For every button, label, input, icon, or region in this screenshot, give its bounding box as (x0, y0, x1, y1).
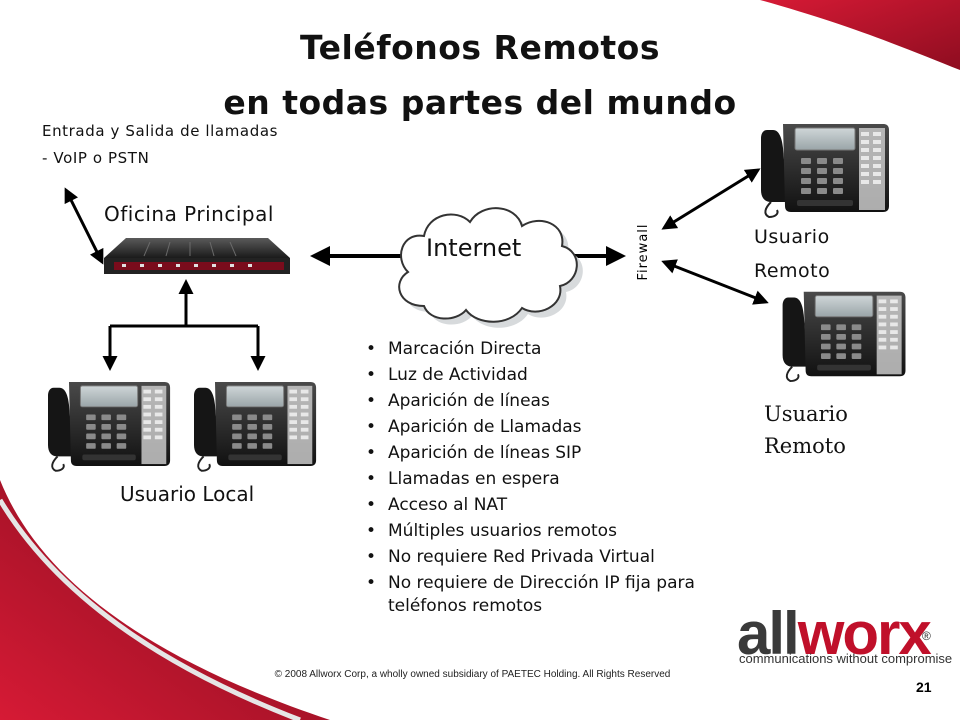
desk-phone-icon (782, 290, 907, 382)
feature-item: Llamadas en espera (366, 466, 695, 492)
feature-item: Aparición de Llamadas (366, 414, 695, 440)
allworx-logo: allworx (737, 600, 932, 667)
calls-arrow (64, 187, 104, 265)
feature-item: No requiere Red Privada Virtual (366, 544, 695, 570)
feature-item: Marcación Directa (366, 336, 695, 362)
feature-item: Luz de Actividad (366, 362, 695, 388)
remote-arrow-2 (661, 259, 769, 305)
feature-item: Acceso al NAT (366, 492, 695, 518)
desk-phone-icon (194, 381, 318, 472)
feature-item: Aparición de líneas (366, 388, 695, 414)
main-office-label: Oficina Principal (104, 202, 274, 226)
internet-label: Internet (426, 234, 522, 262)
top-right-swoosh (760, 0, 960, 70)
slide-title-line-2: en todas partes del mundo (223, 83, 737, 122)
feature-item: Aparición de líneas SIP (366, 440, 695, 466)
remote-user-1-label-line-2: Remoto (754, 260, 831, 282)
remote-arrow-1 (661, 168, 761, 230)
feature-item: Múltiples usuarios remotos (366, 518, 695, 544)
page-number: 21 (916, 679, 932, 695)
server-device-icon (104, 238, 290, 274)
logo-registered-mark: ® (922, 629, 931, 643)
features-list: Marcación Directa Luz de Actividad Apari… (366, 336, 695, 596)
firewall-label: Firewall (636, 223, 651, 281)
bottom-left-swoosh (0, 480, 330, 720)
remote-user-2-label-line-2: Remoto (764, 434, 846, 458)
feature-item: No requiere de Dirección IP fija para (366, 570, 695, 596)
calls-text-line-1: Entrada y Salida de llamadas (42, 122, 279, 140)
remote-user-1-label-line-1: Usuario (754, 226, 830, 248)
feature-item-continuation: teléfonos remotos (388, 596, 543, 616)
slide-title-line-1: Teléfonos Remotos (300, 28, 660, 67)
logo-tagline: communications without compromise (739, 651, 953, 666)
copyright-text: © 2008 Allworx Corp, a wholly owned subs… (274, 669, 671, 680)
local-user-label: Usuario Local (120, 482, 255, 506)
desk-phone-icon (760, 122, 891, 218)
cloud-icon (398, 207, 583, 328)
desk-phone-icon (48, 381, 172, 472)
calls-text-line-2: - VoIP o PSTN (42, 149, 150, 167)
remote-user-2-label-line-1: Usuario (764, 402, 848, 426)
